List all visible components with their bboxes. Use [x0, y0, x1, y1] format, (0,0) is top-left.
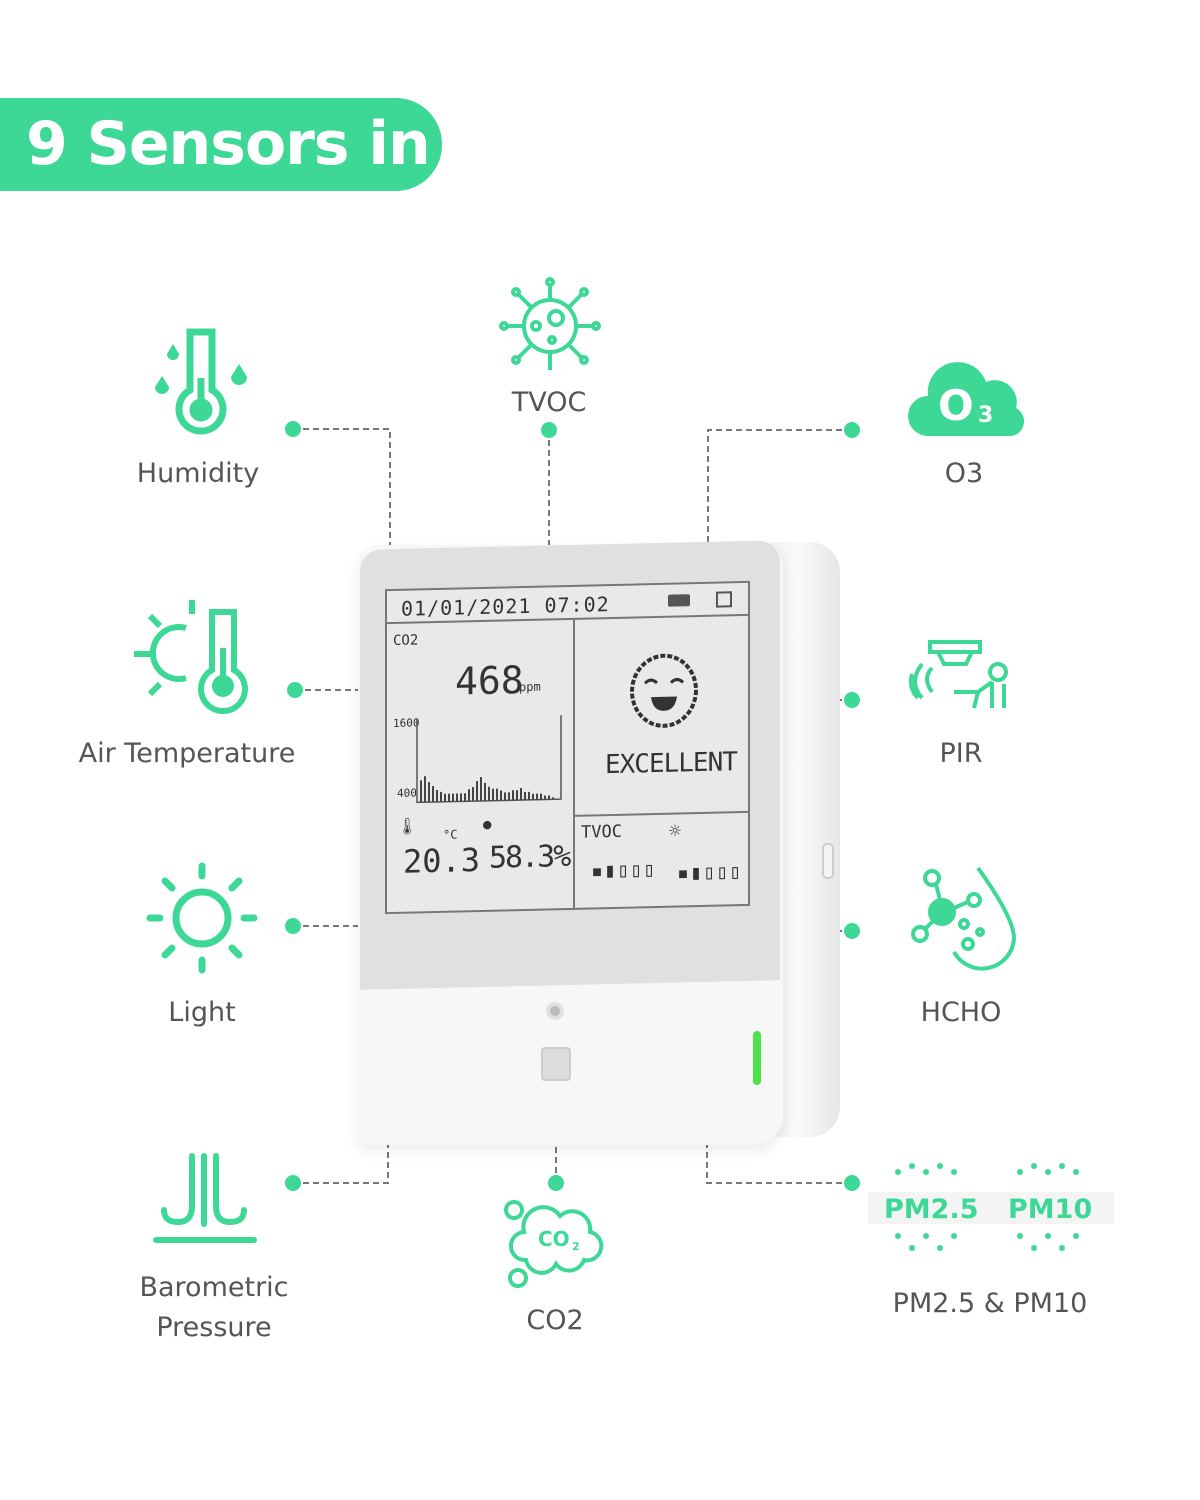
connector-dot: [844, 1175, 860, 1191]
connector-dot: [285, 918, 301, 934]
label-air-temperature: Air Temperature: [78, 738, 296, 769]
connector-dot: [844, 692, 860, 708]
smiley-face-icon: [630, 653, 698, 728]
lcd-temp-unit: °C: [443, 827, 458, 842]
co2-cloud-icon: CO 2: [504, 1200, 604, 1288]
lcd-co2-label: CO2: [393, 632, 419, 649]
light-level-bars: ▪▮▯▯▯: [677, 859, 743, 885]
lcd-header: 01/01/2021 07:02: [387, 582, 748, 625]
pm10-icon-text: PM10: [1008, 1194, 1092, 1225]
connector-dot: [844, 923, 860, 939]
label-hcho: HCHO: [920, 997, 1002, 1028]
lcd-datetime: 01/01/2021 07:02: [401, 592, 610, 621]
label-pir: PIR: [939, 738, 983, 769]
label-humidity: Humidity: [136, 458, 260, 489]
lcd-co2-unit: ppm: [519, 679, 541, 695]
connector-dot: [285, 1175, 301, 1191]
label-tvoc: TVOC: [511, 387, 587, 418]
lcd-status: EXCELLENT: [605, 747, 737, 781]
lcd-humidity: 58.3%: [489, 838, 570, 876]
battery-icon: [668, 594, 690, 607]
pir-motion-icon: [908, 640, 1008, 709]
lcd-chart-min: 400: [397, 786, 417, 800]
lcd-tvoc-label: TVOC: [581, 821, 622, 843]
pm-particles-icon: PM2.5 PM10: [868, 1163, 1114, 1251]
barometric-pressure-icon: [153, 1153, 257, 1243]
pm25-icon-text: PM2.5: [884, 1194, 979, 1225]
label-o3: O3: [944, 458, 984, 489]
tvoc-level-bars: ▪▮▯▯▯: [591, 856, 657, 883]
connector-dot: [548, 1175, 564, 1191]
label-co2: CO2: [526, 1305, 584, 1336]
thermometer-icon: 🌡: [397, 816, 418, 836]
air-temperature-icon: [134, 600, 248, 715]
connector-dot: [285, 421, 301, 437]
humidity-icon: [155, 328, 247, 435]
label-light: Light: [168, 997, 236, 1028]
label-pm: PM2.5 & PM10: [892, 1288, 1088, 1319]
o3-icon-sub: 3: [978, 403, 993, 428]
windows-icon: [716, 591, 732, 608]
connector-dot: [844, 422, 860, 438]
connector-dot: [287, 682, 303, 698]
o3-cloud-icon: O 3: [908, 362, 1025, 436]
side-button: [822, 843, 834, 879]
droplet-icon: ●: [483, 816, 492, 833]
tvoc-virus-icon: [499, 277, 601, 370]
device-lcd: 01/01/2021 07:02 CO2 468 ppm 1600 400 🌡 …: [385, 580, 750, 915]
hcho-icon: [911, 866, 1017, 971]
o3-icon-text: O: [938, 381, 974, 430]
co2-icon-sub: 2: [572, 1240, 580, 1253]
pir-sensor-window: [541, 1047, 571, 1081]
label-barometric-line2: Pressure: [156, 1312, 272, 1343]
lcd-co2-value: 468: [455, 657, 524, 704]
title-banner: 9 Sensors in 1: [0, 98, 442, 272]
lcd-co2-chart: [416, 715, 562, 804]
connector-dot: [541, 422, 557, 438]
light-sensor-hole: [546, 1002, 564, 1020]
status-led: [753, 1031, 761, 1085]
light-sun-icon: [146, 862, 258, 974]
lcd-temperature: 20.3: [403, 840, 481, 881]
lcd-sun-icon: ☼: [669, 818, 682, 843]
co2-icon-text: CO: [538, 1227, 570, 1251]
label-barometric-line1: Barometric: [139, 1272, 289, 1303]
